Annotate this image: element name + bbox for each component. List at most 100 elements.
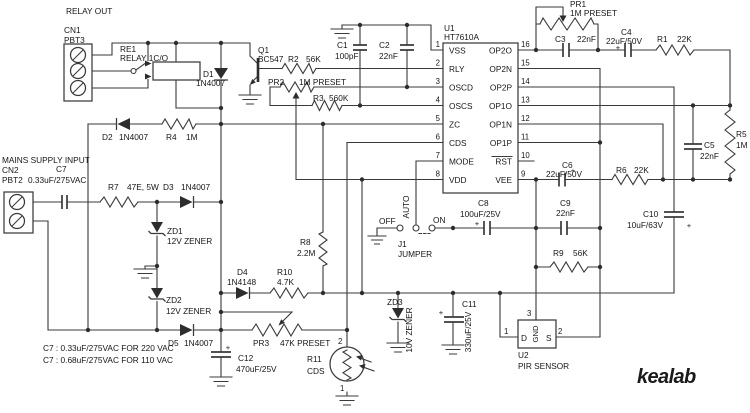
- d5-ref: D5: [168, 338, 179, 348]
- diode-d2: D2 1N4007: [102, 118, 148, 142]
- relay-re1: RE1 RELAY 1C/O: [120, 44, 201, 81]
- connector-cn1: RELAY OUT CN1 PBT3: [63, 6, 112, 102]
- relay-out-heading: RELAY OUT: [66, 6, 112, 16]
- u2-pin-d: D: [521, 333, 527, 343]
- jumper-j1: OFF AUTO ON J1 JUMPER: [379, 195, 445, 259]
- re1-ref: RE1: [120, 44, 137, 54]
- pin-label-vss: VSS: [449, 46, 466, 56]
- zd1-val: 12V ZENER: [167, 236, 212, 246]
- pin-num-13: 13: [521, 96, 530, 105]
- jumper-off-label: OFF: [379, 216, 396, 226]
- zd3-ref: ZD3: [387, 297, 403, 307]
- pin-label-cds: CDS: [449, 138, 467, 148]
- ic-u1: U1 HT7610A VSS RLY OSCD OSCS ZC CDS MODE…: [436, 23, 530, 194]
- pin-label-mode: MODE: [449, 157, 474, 167]
- c11-polarity: +: [439, 308, 444, 317]
- c10-polarity: +: [687, 221, 692, 230]
- c2-ref: C2: [379, 40, 390, 50]
- capacitor-c4: C4 22uF/50V +: [606, 27, 642, 57]
- jumper-on-label: ON: [433, 215, 445, 225]
- resistor-r8: R8 2.2M: [297, 231, 329, 267]
- note-220vac: C7 : 0.33uF/275VAC FOR 220 VAC: [43, 343, 174, 353]
- resistor-r6: R6 22K: [611, 165, 649, 186]
- r3-ref: R3: [313, 93, 324, 103]
- r5-val: 1M: [736, 140, 748, 150]
- c6-polarity: +: [571, 166, 576, 175]
- r8-val: 2.2M: [297, 248, 316, 258]
- pin-num-11: 11: [521, 133, 529, 142]
- capacitor-c1: C1 100pF: [335, 40, 367, 61]
- c9-ref: C9: [560, 198, 571, 208]
- pin-num-15: 15: [521, 59, 530, 68]
- resistor-r10: R10 4.7K: [269, 267, 309, 300]
- pin-label-rst: RST: [495, 157, 512, 167]
- c3-val: 22nF: [577, 34, 596, 44]
- d1-ref: D1: [203, 69, 214, 79]
- r11-val: CDS: [307, 366, 325, 376]
- wire-layer: [32, 6, 731, 374]
- preset-pr2: PR2 1M PRESET: [268, 77, 346, 99]
- c11-ref: C11: [462, 299, 477, 309]
- c5-ref: C5: [704, 140, 715, 150]
- resistor-r4: R4 1M: [161, 117, 198, 142]
- capacitor-c7: C7 0.33uF/275VAC: [28, 164, 86, 209]
- c4-polarity: +: [616, 43, 621, 52]
- ground-icon: [238, 90, 262, 105]
- u2-pin-s: S: [546, 333, 552, 343]
- pin-num-1: 1: [436, 40, 440, 49]
- r3-val: 560K: [329, 93, 349, 103]
- r6-ref: R6: [616, 165, 627, 175]
- q1-val: BC547: [258, 54, 284, 64]
- circuit-notes: C7 : 0.33uF/275VAC FOR 220 VAC C7 : 0.68…: [43, 343, 174, 365]
- pr2-ref: PR2: [268, 77, 285, 87]
- zener-zd1: ZD1 12V ZENER: [148, 222, 212, 246]
- resistor-r1: R1 22K: [655, 34, 695, 57]
- ground-icon: [209, 372, 233, 387]
- capacitor-c11: + C11 330uF/25V: [439, 299, 477, 352]
- resistor-r3: R3 560K: [311, 93, 349, 112]
- pr3-ref: PR3: [253, 338, 270, 348]
- d3-ref: D3: [163, 182, 174, 192]
- r4-ref: R4: [166, 132, 177, 142]
- pin-label-vdd: VDD: [449, 175, 467, 185]
- capacitor-c12: + C12 470uF/25V: [211, 343, 277, 374]
- note-110vac: C7 : 0.68uF/275VAC FOR 110 VAC: [43, 355, 173, 365]
- cn1-ref: CN1: [64, 25, 81, 35]
- c5-val: 22nF: [700, 151, 719, 161]
- resistor-r9: R9 56K: [549, 248, 589, 274]
- c6-ref: C6: [562, 160, 573, 170]
- r4-val: 1M: [186, 132, 198, 142]
- pir-sensor-u2: D GND S 1 2 3 U2 PIR SENSOR: [504, 309, 569, 371]
- c12-val: 470uF/25V: [236, 364, 277, 374]
- capacitor-c10: C10 10uF/63V +: [627, 209, 692, 230]
- pin-label-op1n: OP1N: [489, 120, 512, 130]
- pr3-val: 47K PRESET: [280, 338, 330, 348]
- c7-ref: C7: [56, 164, 67, 174]
- capacitor-c9: C9 22nF: [556, 198, 575, 235]
- resistor-r2: R2 56K: [281, 54, 321, 75]
- r10-ref: R10: [277, 267, 293, 277]
- resistor-r5: R5 1M: [724, 109, 748, 175]
- cn2-ref: CN2: [2, 165, 19, 175]
- u1-part: HT7610A: [444, 32, 480, 42]
- d2-ref: D2: [102, 132, 113, 142]
- pin-label-rly: RLY: [449, 64, 465, 74]
- resistor-r7: R7 47E, 5W: [99, 182, 159, 209]
- ground-icon: [386, 338, 410, 353]
- pin-label-op1p: OP1P: [490, 138, 513, 148]
- diode-d1: D1 1N4007: [196, 68, 228, 88]
- ground-icon: [133, 268, 157, 279]
- capacitor-c2: C2 22nF: [379, 40, 414, 61]
- pin-label-zc: ZC: [449, 120, 460, 130]
- u1-ref: U1: [444, 23, 455, 33]
- ldr-r11: R11 CDS 2 1: [307, 337, 375, 393]
- u2-pin2-num: 2: [558, 327, 562, 336]
- r1-val: 22K: [677, 34, 692, 44]
- pin-label-op2p: OP2P: [490, 83, 513, 93]
- ground-icon: [441, 340, 465, 355]
- c1-ref: C1: [337, 40, 348, 50]
- cn2-type: PBT2: [2, 175, 23, 185]
- pin-num-4: 4: [436, 96, 441, 105]
- pin-num-8: 8: [436, 170, 440, 179]
- u2-pin-gnd: GND: [531, 325, 540, 342]
